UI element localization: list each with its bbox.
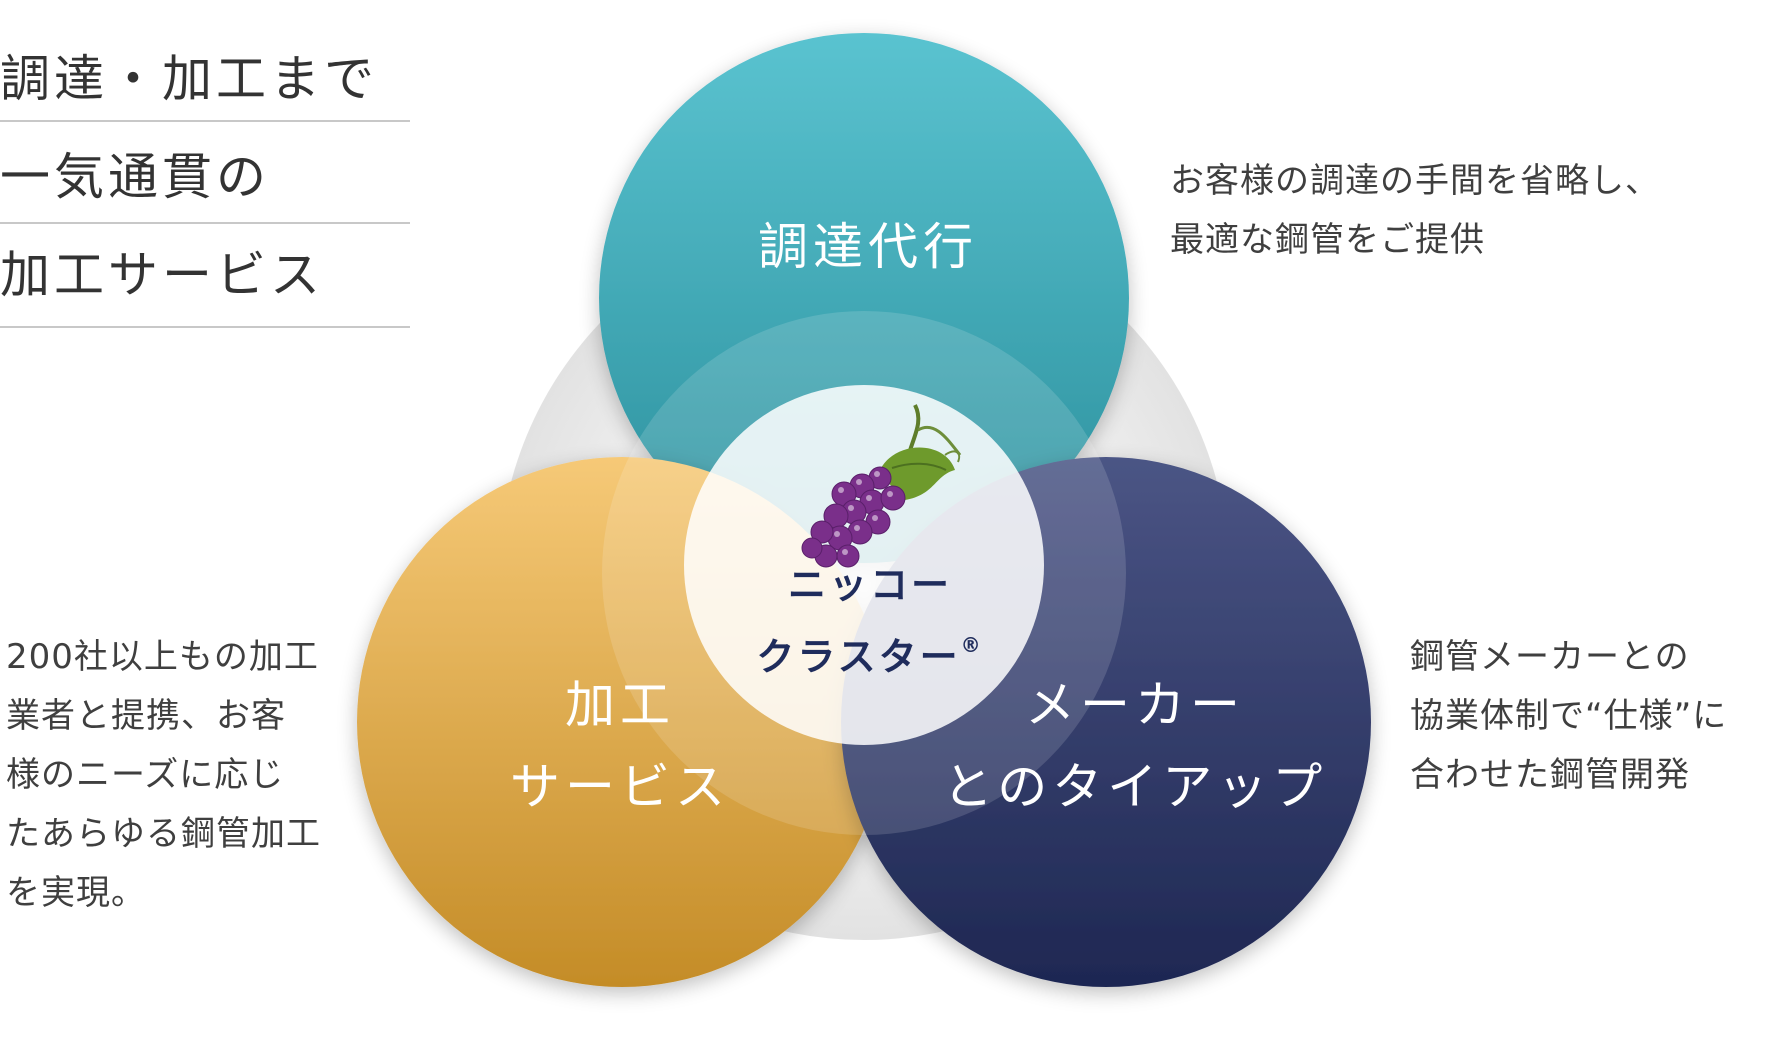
center-label-line1: ニッコー <box>787 563 952 607</box>
description-line: お客様の調達の手間を省略し、 <box>1170 161 1660 201</box>
center-circle <box>684 385 1044 745</box>
circle-top-label: 調達代行 <box>758 218 978 276</box>
description-line: を実現。 <box>6 873 146 913</box>
circle-right-label-line2: とのタイアップ <box>942 758 1328 816</box>
center-label-name: クラスター <box>756 635 961 679</box>
circle-right-label: メーカー とのタイアップ <box>925 664 1345 828</box>
center-label-line2: クラスター® <box>730 615 1010 687</box>
description-line: 鋼管メーカーとの <box>1410 637 1690 677</box>
heading-line-1: 調達・加工まで <box>0 0 410 122</box>
description-right-top: お客様の調達の手間を省略し、 最適な鋼管をご提供 <box>1170 152 1660 270</box>
description-line: たあらゆる鋼管加工 <box>6 814 321 854</box>
circle-left-label-line2: サービス <box>510 758 730 816</box>
heading-block: 調達・加工まで 一気通貫の 加工サービス <box>0 0 410 328</box>
center-label: ニッコー クラスター® <box>730 555 1010 687</box>
description-line: 様のニーズに応じ <box>6 755 285 795</box>
circle-top <box>599 33 1129 563</box>
description-left: 200社以上もの加工 業者と提携、お客 様のニーズに応じ たあらゆる鋼管加工 を… <box>6 628 321 923</box>
description-line: 業者と提携、お客 <box>6 696 286 736</box>
description-line: 200社以上もの加工 <box>6 637 319 677</box>
description-line: 合わせた鋼管開発 <box>1410 755 1690 795</box>
heading-line-2: 一気通貫の <box>0 122 410 224</box>
description-right-bottom: 鋼管メーカーとの 協業体制で“仕様”に 合わせた鋼管開発 <box>1410 628 1727 805</box>
grape-icon <box>801 404 962 568</box>
registered-mark: ® <box>960 633 984 657</box>
circle-right-label-line1: メーカー <box>1025 676 1245 734</box>
description-line: 協業体制で“仕様”に <box>1410 696 1728 736</box>
heading-line-3: 加工サービス <box>0 224 410 328</box>
circle-left-label: 加工 サービス <box>470 664 770 828</box>
circle-left-label-line1: 加工 <box>565 676 675 734</box>
description-line: 最適な鋼管をご提供 <box>1170 220 1485 260</box>
